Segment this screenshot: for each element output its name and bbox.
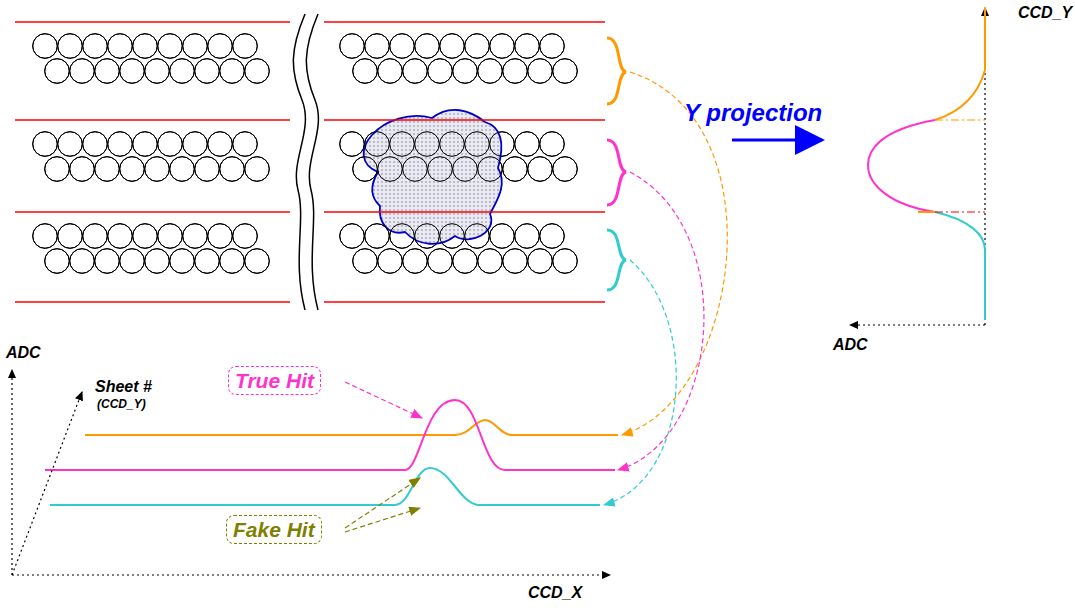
axis-label: ADC [6,344,41,362]
projection-label: Y projection [684,100,822,126]
callout-box: Fake Hit [226,515,322,544]
axis-label: CCD_X [528,584,582,602]
axis-label: Sheet # [95,378,152,396]
callout-box: True Hit [228,366,321,395]
callout-text: Fake Hit [233,518,315,541]
callout-text: True Hit [235,369,314,392]
axis-sublabel: (CCD_Y) [97,398,146,411]
axis-label: CCD_Y [1018,4,1072,22]
axis-label: ADC [833,336,868,354]
